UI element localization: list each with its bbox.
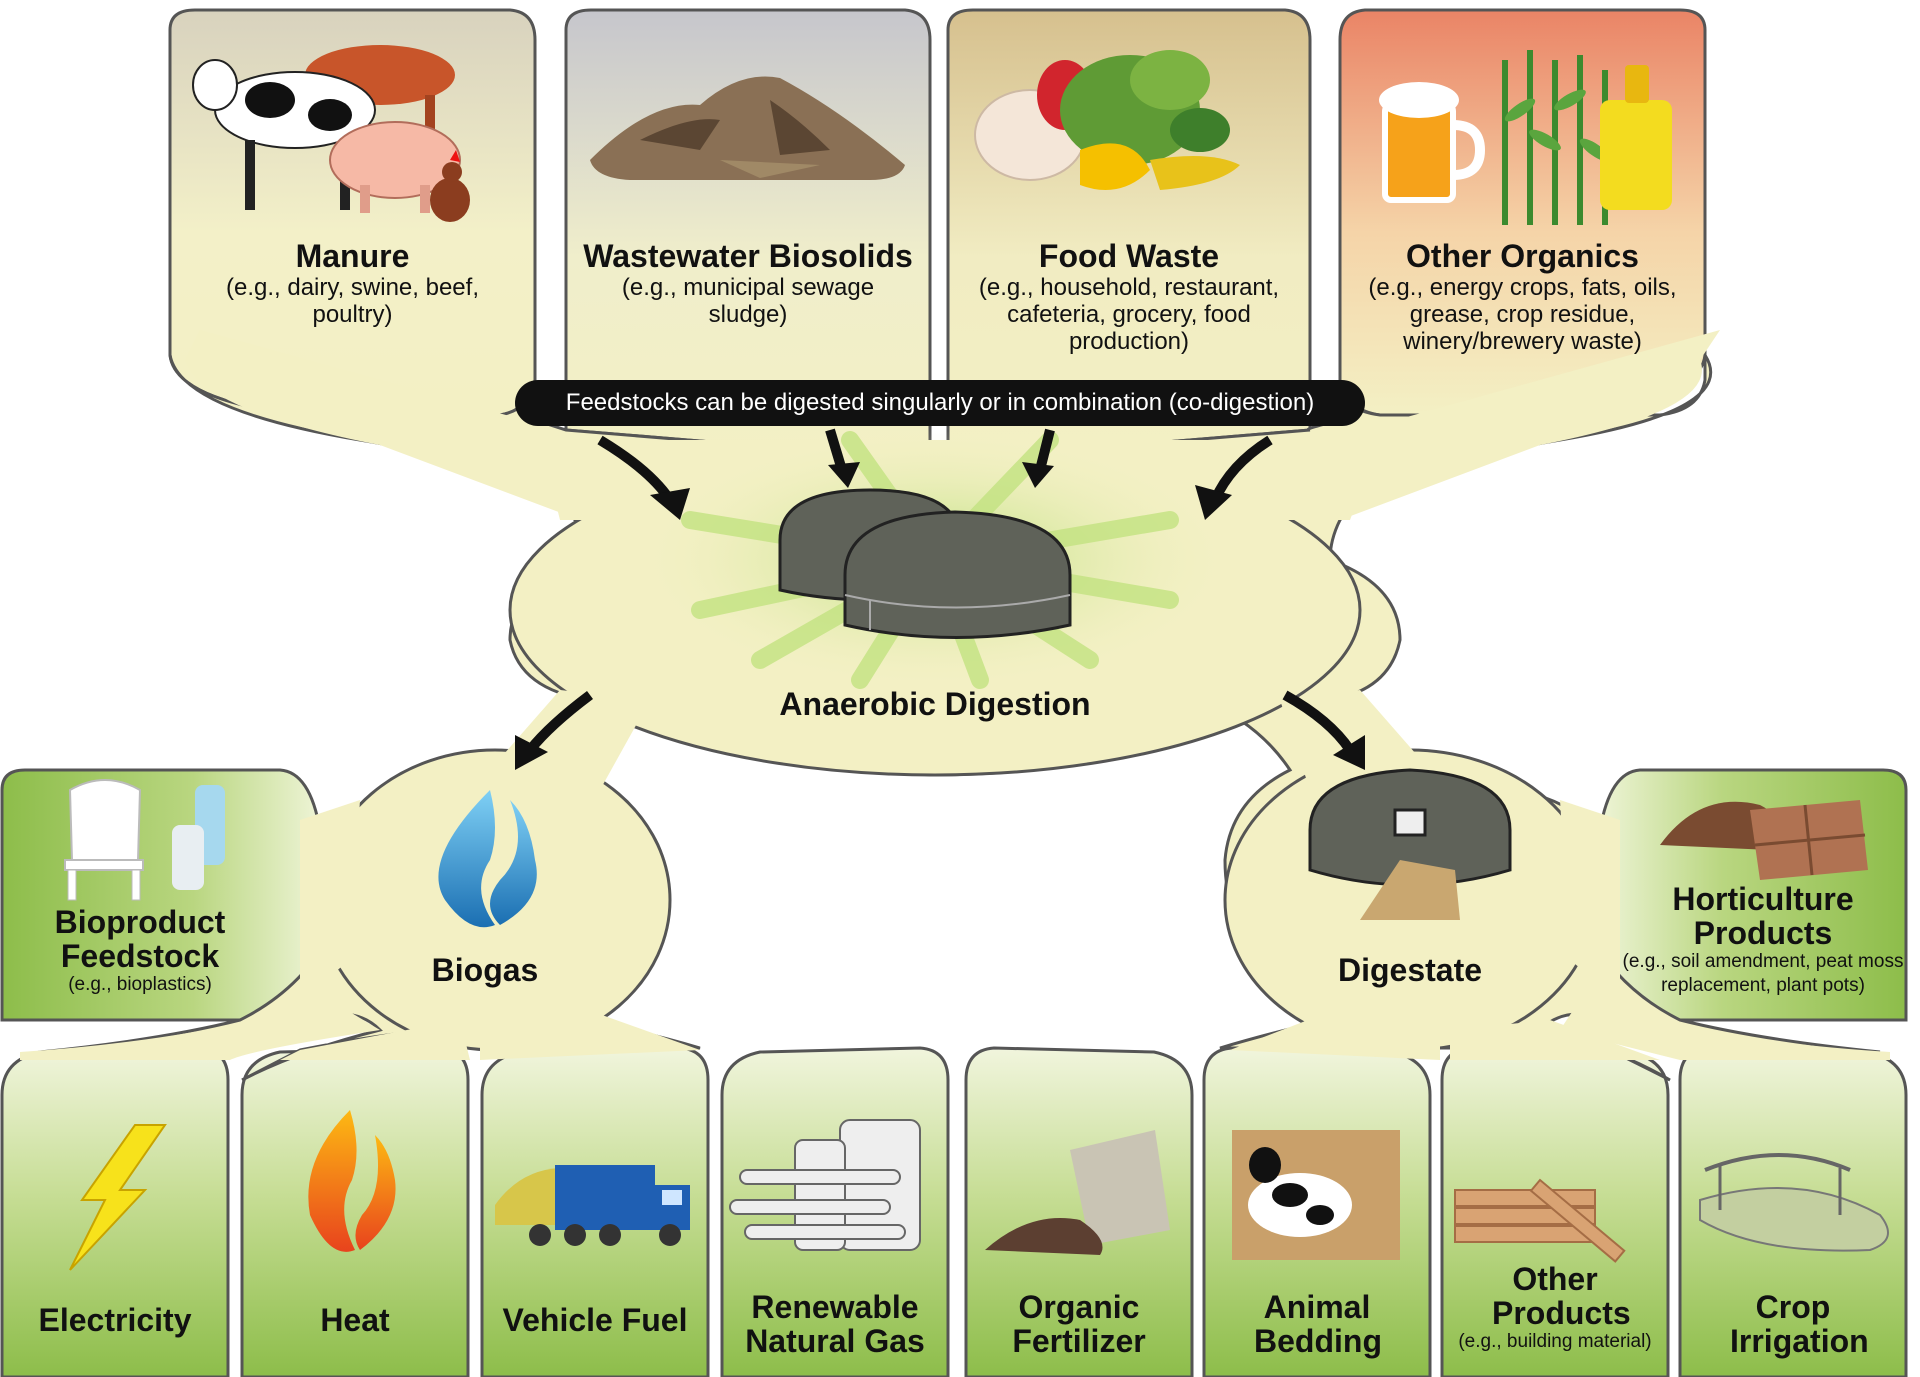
arrow-biogas (515, 691, 594, 770)
arrow-other (1195, 435, 1273, 520)
horticulture-title: Horticulture Products (1672, 881, 1854, 951)
feedstock-banner (515, 380, 1365, 426)
biosolids-title: Wastewater Biosolids (583, 238, 913, 274)
other-products-examples: (e.g., building material) (1458, 1331, 1652, 1352)
use-other-products: Other Products (e.g., building material) (1442, 1262, 1668, 1354)
other-products-title: Other Products (1492, 1261, 1631, 1331)
digestate-tank-icon (1308, 768, 1512, 920)
use-organic-fertilizer: Organic Fertilizer (1012, 1289, 1146, 1359)
flame-icon (308, 1110, 396, 1252)
chair-bottles-icon (64, 779, 225, 901)
food-waste-title: Food Waste (1038, 238, 1220, 274)
fertilizer-bag-icon (985, 1130, 1170, 1255)
bioproduct-label: Bioproduct Feedstock (e.g., bioplastics) (20, 905, 260, 997)
gas-pipes-icon (729, 1119, 921, 1251)
food-scraps-icon (974, 50, 1240, 190)
use-crop-irrigation: Crop Irrigation (1730, 1289, 1869, 1359)
manure-title: Manure (295, 238, 410, 274)
beer-crops-oil-icon (1379, 50, 1672, 225)
arrow-biosolids (825, 428, 860, 488)
use-vehicle-fuel: Vehicle Fuel (502, 1302, 688, 1338)
arrow-food (1022, 428, 1055, 488)
arrow-digestate (1282, 690, 1365, 770)
sludge-pile-icon (590, 76, 905, 180)
digestate-label: Digestate (1337, 952, 1483, 988)
biogas-label: Biogas (431, 952, 539, 988)
bioproduct-title: Bioproduct Feedstock (54, 904, 226, 974)
horticulture-examples: (e.g., soil amendment, peat moss replace… (1622, 951, 1904, 996)
banner-text: Feedstocks can be digested singularly or… (565, 389, 1315, 416)
farm-animals-icon (192, 45, 470, 222)
food-waste-examples: (e.g., household, restaurant, cafeteria,… (978, 274, 1280, 355)
lumber-icon (1454, 1178, 1626, 1263)
manure-label: Manure (e.g., dairy, swine, beef, poultr… (170, 238, 535, 328)
blue-flame-icon (438, 790, 537, 928)
garbage-truck-icon (495, 1165, 690, 1246)
food-waste-label: Food Waste (e.g., household, restaurant,… (948, 238, 1310, 355)
peat-pots-icon (1660, 800, 1868, 880)
biosolids-examples: (e.g., municipal sewage sludge) (621, 274, 875, 328)
lightning-bolt-icon (69, 1124, 167, 1271)
use-animal-bedding: Animal Bedding (1254, 1289, 1382, 1359)
other-organics-examples: (e.g., energy crops, fats, oils, grease,… (1368, 274, 1677, 355)
calf-bedding-shape (1248, 1147, 1352, 1237)
use-renewable-natural-gas: Renewable Natural Gas (745, 1289, 925, 1359)
arrows (515, 428, 1365, 770)
use-electricity: Electricity (38, 1302, 192, 1338)
other-organics-label: Other Organics (e.g., energy crops, fats… (1340, 238, 1705, 355)
digester-tanks-icon (778, 488, 1072, 639)
anaerobic-digestion-label: Anaerobic Digestion (779, 686, 1091, 722)
horticulture-label: Horticulture Products (e.g., soil amendm… (1622, 882, 1904, 998)
manure-examples: (e.g., dairy, swine, beef, poultry) (225, 274, 479, 328)
other-organics-title: Other Organics (1406, 238, 1639, 274)
arrow-manure (597, 435, 690, 520)
bioproduct-examples: (e.g., bioplastics) (68, 974, 212, 995)
use-heat: Heat (320, 1302, 390, 1338)
pivot-irrigation-icon (1699, 1153, 1889, 1252)
biosolids-label: Wastewater Biosolids (e.g., municipal se… (566, 238, 930, 328)
